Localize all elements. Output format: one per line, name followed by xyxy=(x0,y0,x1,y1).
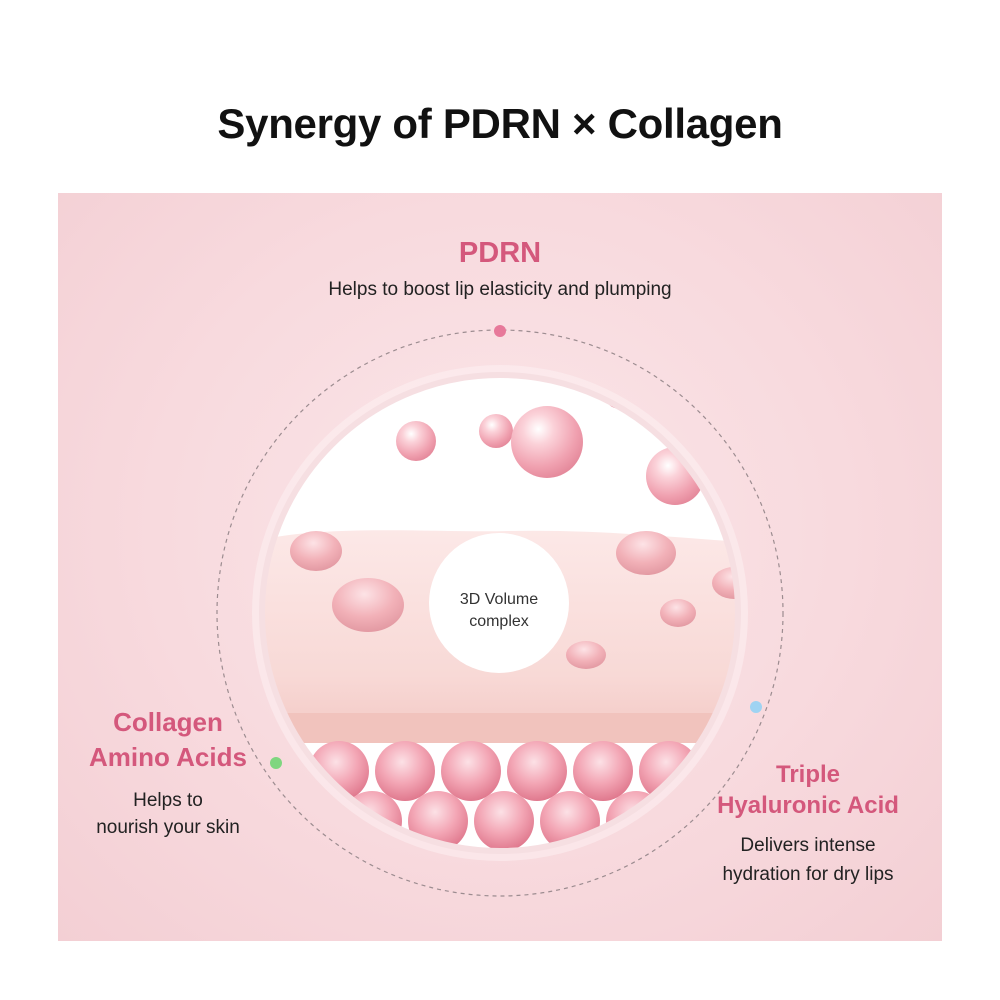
floating-bubble xyxy=(511,406,583,478)
skin-bump xyxy=(332,578,404,632)
pdrn-description: Helps to boost lip elasticity and plumpi… xyxy=(328,279,672,300)
hyaluronic-marker-dot xyxy=(750,701,762,713)
pdrn-marker-dot xyxy=(494,325,506,337)
center-label-line1: 3D Volume xyxy=(459,591,539,608)
skin-bump xyxy=(566,641,606,669)
collagen-description-line2: nourish your skin xyxy=(96,817,240,838)
page-title: Synergy of PDRN × Collagen xyxy=(217,100,783,147)
collagen-title-line1: Collagen xyxy=(113,707,223,737)
orbit-ring xyxy=(216,329,784,897)
skin-bump xyxy=(660,599,696,627)
hyaluronic-description-line1: Delivers intense xyxy=(740,835,876,856)
center-label: 3D Volume complex xyxy=(440,589,558,633)
collagen-marker-dot xyxy=(270,757,282,769)
hyaluronic-description: Delivers intense hydration for dry lips xyxy=(698,831,918,889)
skin-bump xyxy=(290,531,342,571)
hyaluronic-title-line2: Hyaluronic Acid xyxy=(717,792,899,819)
hyaluronic-title-line1: Triple xyxy=(775,761,841,788)
skin-illustration xyxy=(216,329,784,897)
floating-bubble xyxy=(479,414,513,448)
infographic-panel: PDRN Helps to boost lip elasticity and p… xyxy=(58,193,942,941)
center-circle xyxy=(429,533,569,673)
hyaluronic-title: Triple Hyaluronic Acid xyxy=(698,759,918,821)
floating-bubble xyxy=(396,421,436,461)
collagen-description-line1: Helps to xyxy=(133,790,203,811)
pdrn-title: PDRN xyxy=(458,237,542,269)
skin-bump xyxy=(616,531,676,575)
hyaluronic-description-line2: hydration for dry lips xyxy=(722,864,894,885)
collagen-title-line2: Amino Acids xyxy=(89,742,247,772)
collagen-title: Collagen Amino Acids xyxy=(78,705,258,775)
center-label-line2: complex xyxy=(469,613,529,630)
collagen-description: Helps to nourish your skin xyxy=(78,787,258,841)
